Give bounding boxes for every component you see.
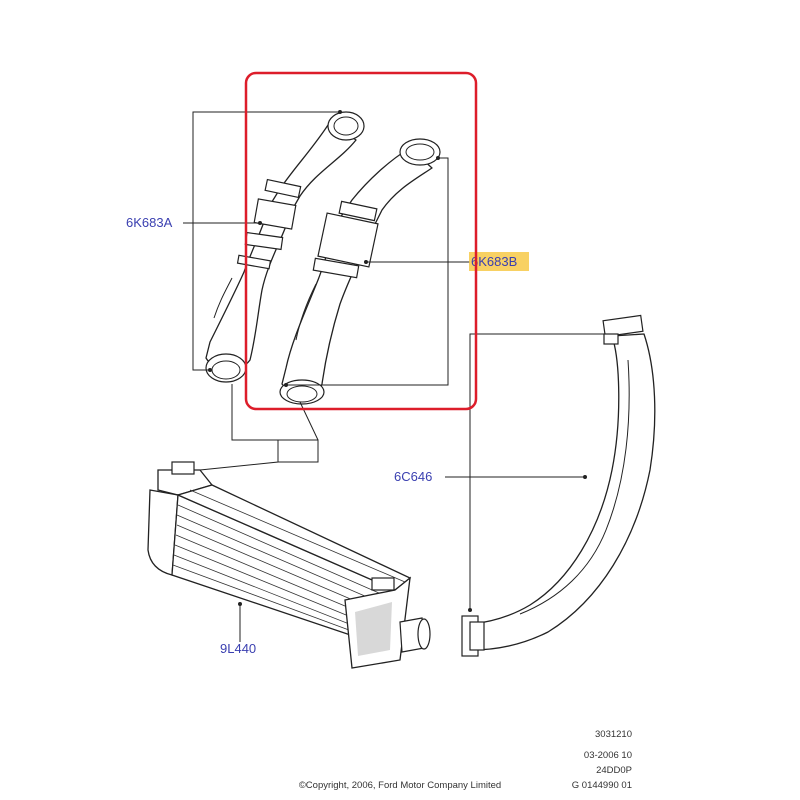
part-label-6c646[interactable]: 6C646 [394, 469, 432, 484]
intercooler-9l440[interactable] [147, 461, 431, 669]
leader-6k683b [284, 156, 470, 387]
reference-code: 24DD0P [596, 765, 632, 776]
leader-9l440 [238, 602, 242, 642]
hose-6k683b[interactable] [279, 138, 441, 405]
part-label-9l440[interactable]: 9L440 [220, 641, 256, 656]
reference-code: 03-2006 10 [584, 750, 632, 761]
part-label-6k683a[interactable]: 6K683A [126, 215, 173, 230]
reference-code: G 0144990 01 [572, 780, 632, 791]
leader-6c646 [445, 333, 604, 612]
highlight-box [244, 71, 478, 411]
copyright-notice: ©Copyright, 2006, Ford Motor Company Lim… [299, 780, 501, 791]
part-label-6k683b[interactable]: 6K683B [471, 254, 517, 269]
hose-6c646[interactable] [461, 314, 656, 657]
reference-code: 3031210 [595, 729, 632, 740]
label-highlight-6k683b [469, 252, 529, 271]
